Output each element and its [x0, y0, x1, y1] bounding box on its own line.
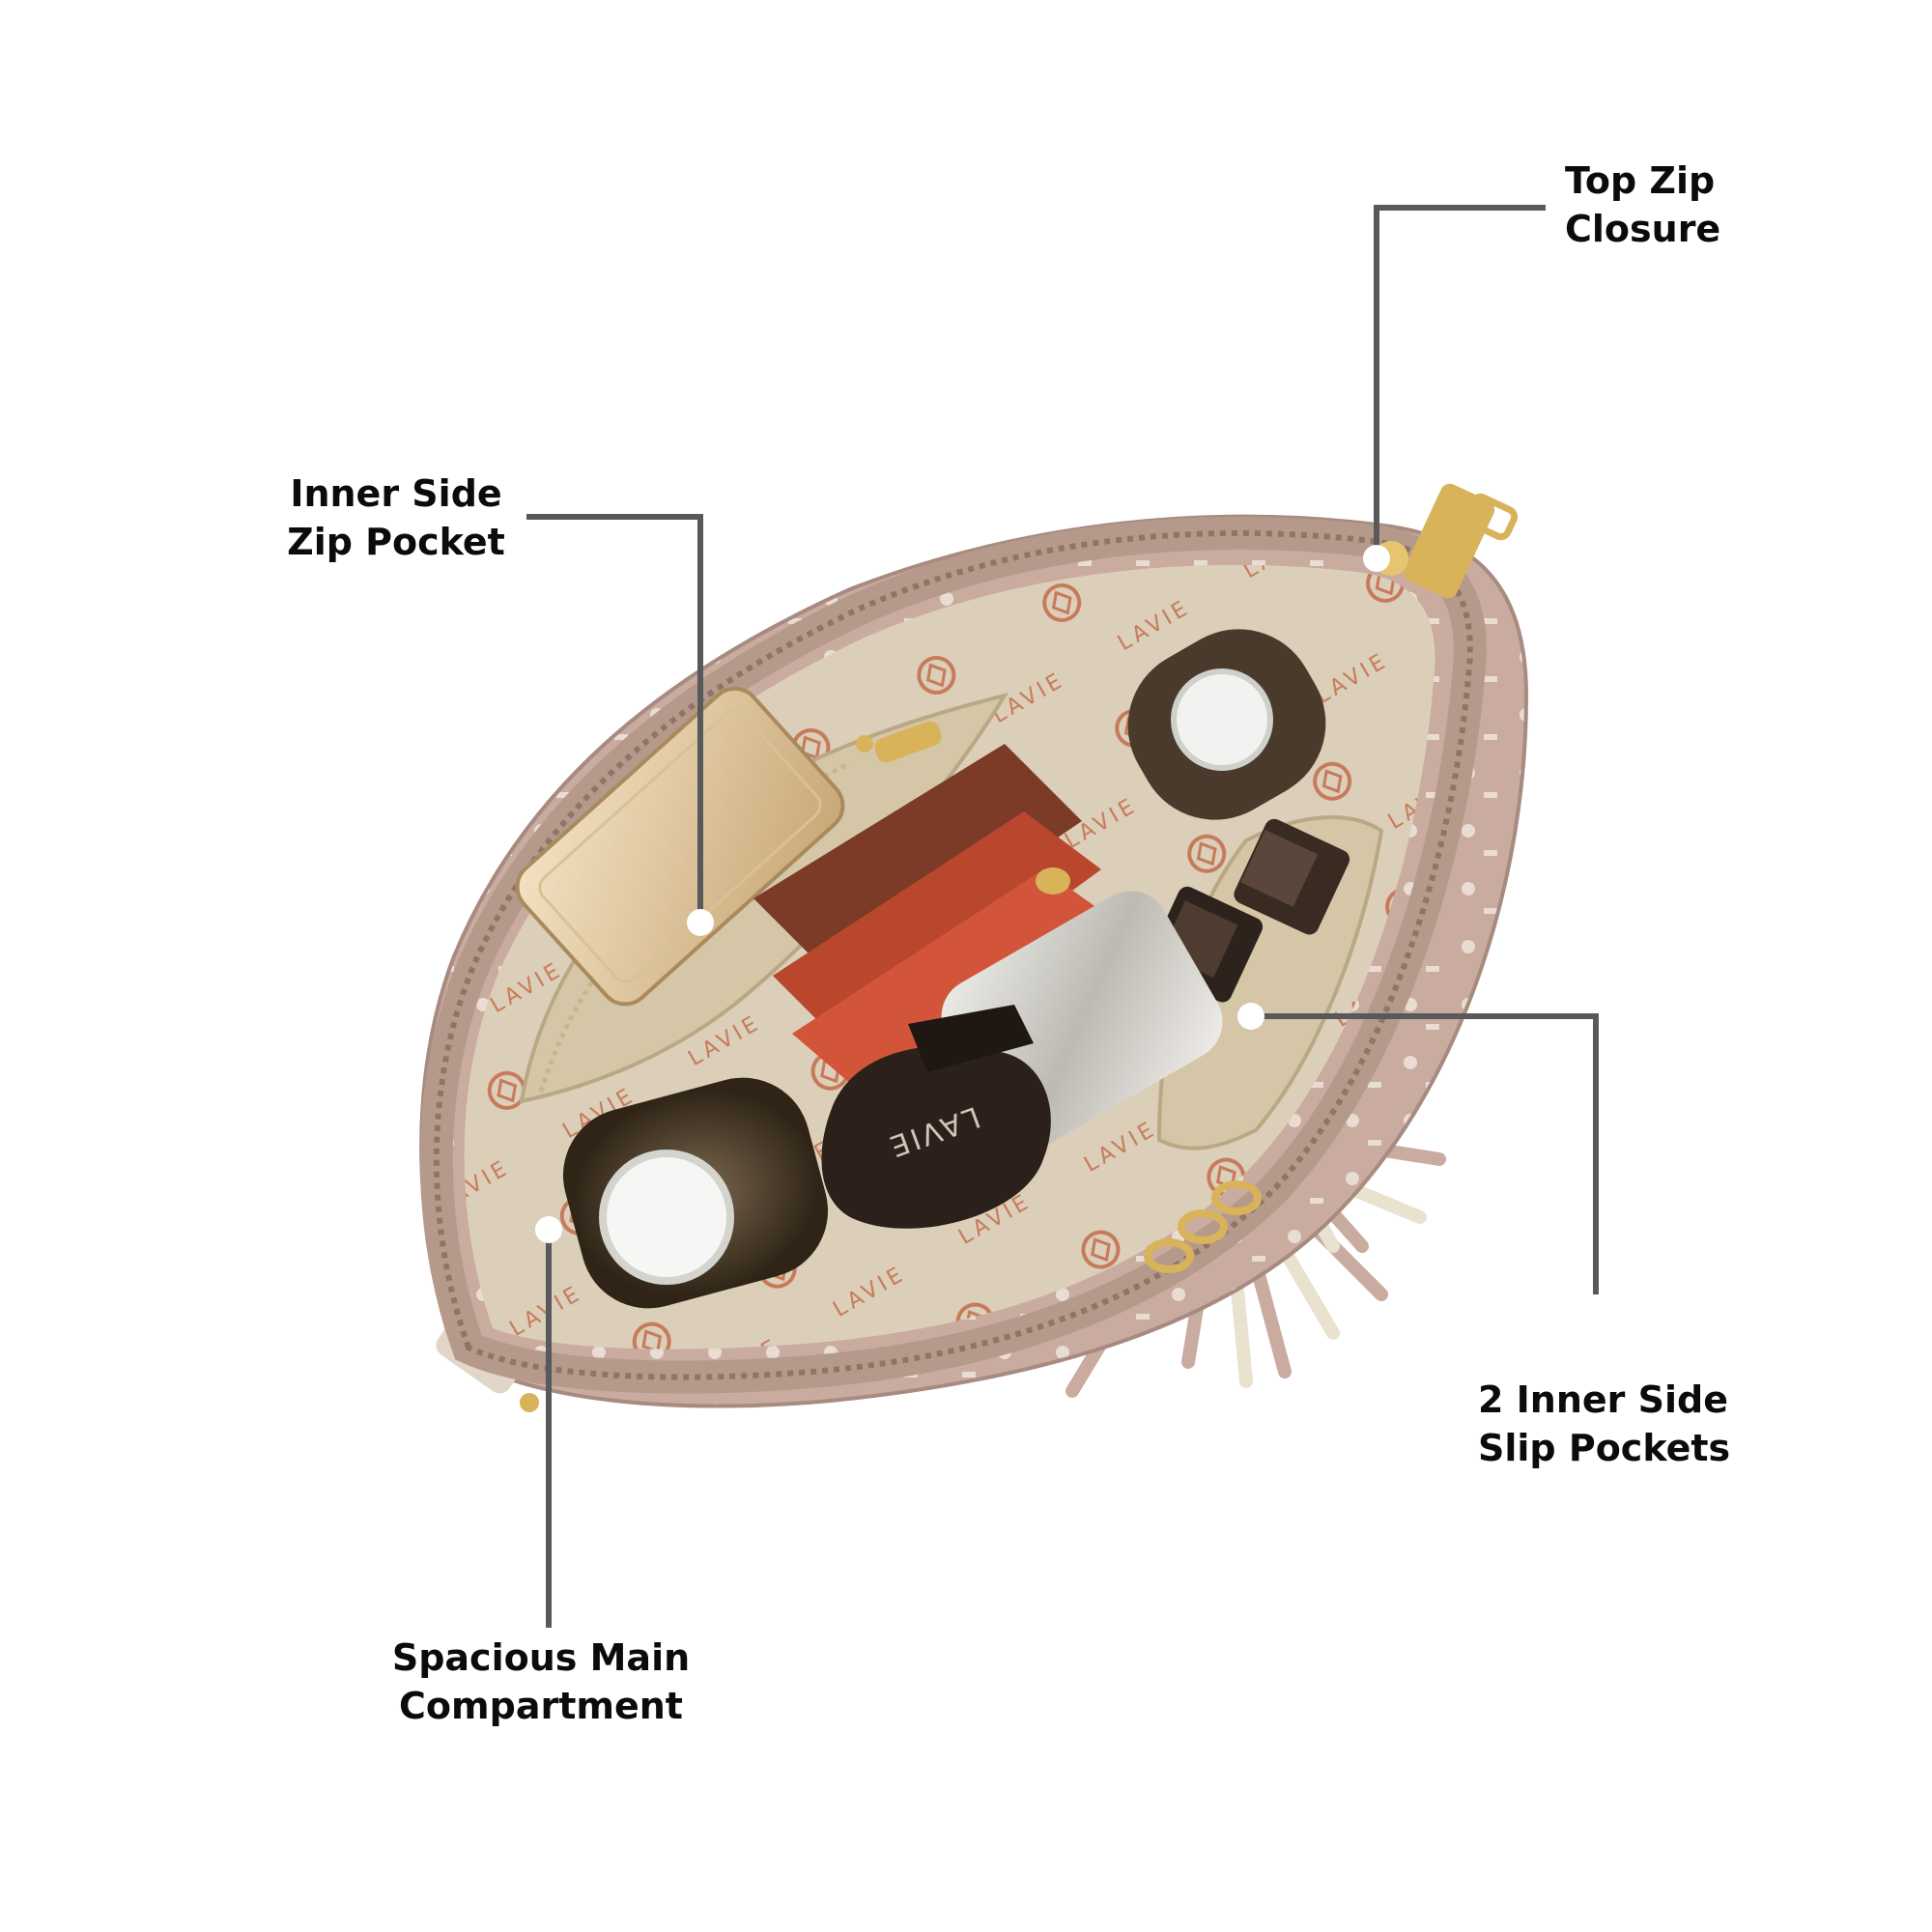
perfume-bottle-main	[562, 1077, 829, 1309]
callout-label-slip-pockets: 2 Inner Side Slip Pockets	[1478, 1376, 1730, 1472]
chain-links	[1144, 1180, 1262, 1273]
card-holder	[753, 744, 1111, 1092]
callout-main-line2: Compartment	[399, 1685, 683, 1727]
perfume-bottle-top	[1127, 629, 1326, 820]
callout-label-top-zip: Top Zip Closure	[1565, 156, 1720, 253]
callout-line-top-zip	[1374, 205, 1546, 558]
inner-zip-pull	[856, 721, 942, 763]
callout-slip-line1: 2 Inner Side	[1478, 1378, 1729, 1421]
callout-top-zip-line1: Top Zip	[1565, 159, 1716, 202]
callout-label-main-compartment: Spacious Main Compartment	[391, 1634, 691, 1730]
callout-dot-slip	[1237, 1003, 1264, 1030]
sunglasses: LAVIE	[821, 1005, 1051, 1229]
callout-slip-line2: Slip Pockets	[1478, 1427, 1731, 1469]
callout-dot-top-zip	[1363, 545, 1390, 572]
callout-main-line1: Spacious Main	[391, 1636, 691, 1679]
callout-inner-zip-line1: Inner Side	[290, 472, 502, 515]
callout-inner-zip-line2: Zip Pocket	[287, 521, 505, 563]
callout-line-slip	[1251, 1013, 1599, 1294]
callout-label-inner-zip: Inner Side Zip Pocket	[280, 469, 512, 566]
callout-top-zip-line2: Closure	[1565, 208, 1721, 250]
callout-dot-main	[535, 1216, 562, 1243]
lipsticks	[1147, 818, 1350, 1003]
phone	[515, 686, 845, 1007]
callout-lines	[526, 205, 1599, 1628]
callout-dots	[535, 545, 1390, 1243]
callout-dot-inner-zip	[687, 909, 714, 936]
callout-line-inner-zip	[526, 514, 703, 923]
